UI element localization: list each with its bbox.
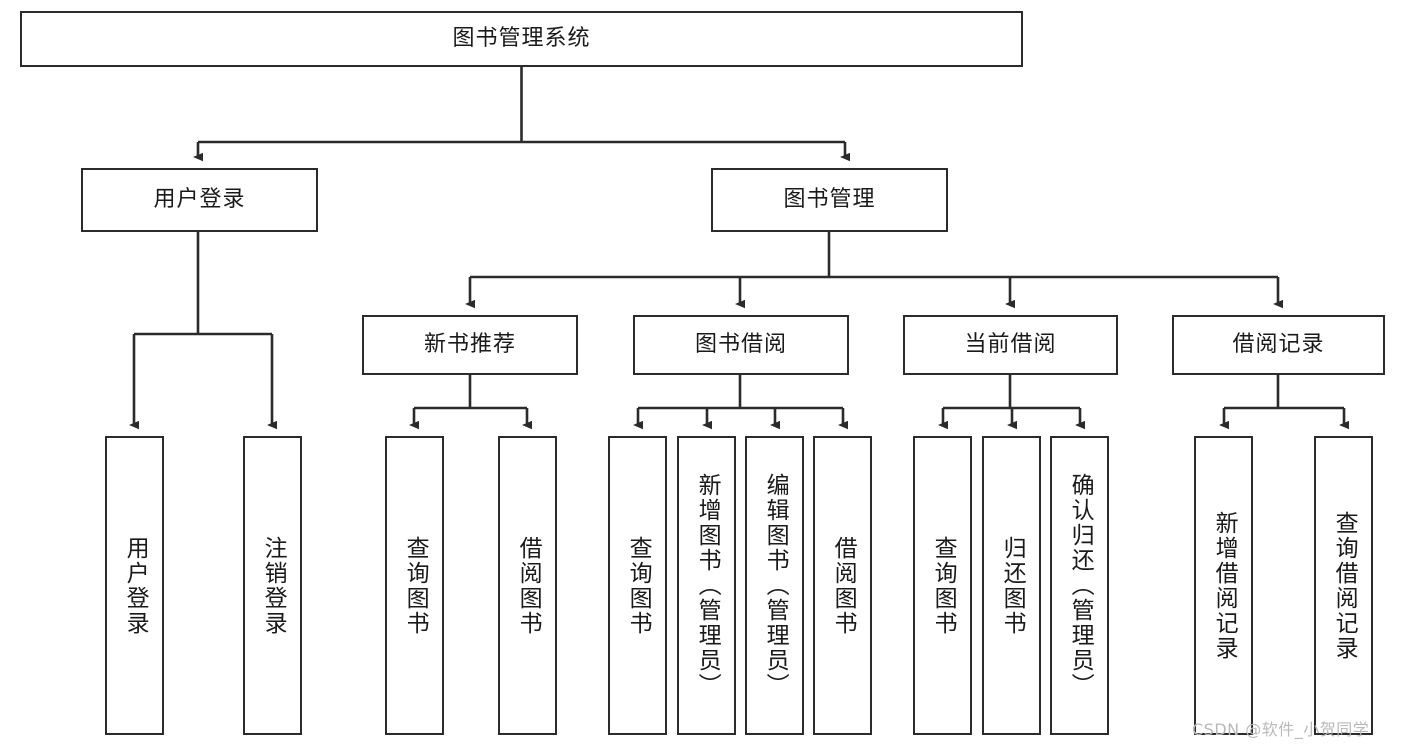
node-label: 查询图书 — [625, 535, 652, 636]
node-label: 借阅图书 — [515, 535, 542, 636]
node-label: 用户登录 — [153, 186, 246, 212]
node-label: 图书管理 — [783, 186, 876, 212]
node-label: 新书推荐 — [423, 331, 516, 357]
leaf-borrow-query-book[interactable]: 查询图书 — [608, 436, 667, 735]
node-label: 查询图书 — [930, 535, 957, 636]
node-book-management[interactable]: 图书管理 — [711, 168, 948, 232]
node-label: 新增借阅记录 — [1211, 510, 1238, 661]
node-label: 确认归还（管理员） — [1067, 473, 1094, 698]
csdn-watermark: CSDN @软件_小贺同学 — [1192, 720, 1370, 739]
node-label: 新增图书（管理员） — [694, 473, 721, 698]
node-borrow-record[interactable]: 借阅记录 — [1172, 315, 1385, 375]
node-label: 用户登录 — [122, 535, 149, 636]
leaf-record-add-record[interactable]: 新增借阅记录 — [1194, 436, 1253, 735]
node-label: 借阅图书 — [830, 535, 857, 636]
node-label: 图书管理系统 — [452, 25, 591, 51]
node-label: 图书借阅 — [694, 331, 787, 357]
node-label: 编辑图书（管理员） — [762, 473, 789, 698]
leaf-current-return-book[interactable]: 归还图书 — [982, 436, 1041, 735]
leaf-user-login-signout[interactable]: 注销登录 — [243, 436, 302, 735]
node-label: 归还图书 — [999, 535, 1026, 636]
node-label: 当前借阅 — [964, 331, 1057, 357]
leaf-user-login-signin[interactable]: 用户登录 — [105, 436, 164, 735]
leaf-borrow-edit-book-admin[interactable]: 编辑图书（管理员） — [745, 436, 804, 735]
leaf-borrow-add-book-admin[interactable]: 新增图书（管理员） — [677, 436, 736, 735]
leaf-recommend-borrow-book[interactable]: 借阅图书 — [498, 436, 557, 735]
leaf-current-query-book[interactable]: 查询图书 — [913, 436, 972, 735]
leaf-record-query-record[interactable]: 查询借阅记录 — [1314, 436, 1373, 735]
node-label: 注销登录 — [260, 535, 287, 636]
leaf-current-confirm-return-admin[interactable]: 确认归还（管理员） — [1050, 436, 1109, 735]
node-label: 查询借阅记录 — [1331, 510, 1358, 661]
node-label: 借阅记录 — [1232, 331, 1325, 357]
node-root-library-system[interactable]: 图书管理系统 — [20, 11, 1023, 67]
node-label: 查询图书 — [402, 535, 429, 636]
node-book-borrow[interactable]: 图书借阅 — [633, 315, 849, 375]
node-new-book-recommend[interactable]: 新书推荐 — [362, 315, 578, 375]
leaf-recommend-query-book[interactable]: 查询图书 — [385, 436, 444, 735]
node-user-login[interactable]: 用户登录 — [81, 168, 318, 232]
leaf-borrow-borrow-book[interactable]: 借阅图书 — [813, 436, 872, 735]
node-current-borrow[interactable]: 当前借阅 — [903, 315, 1118, 375]
